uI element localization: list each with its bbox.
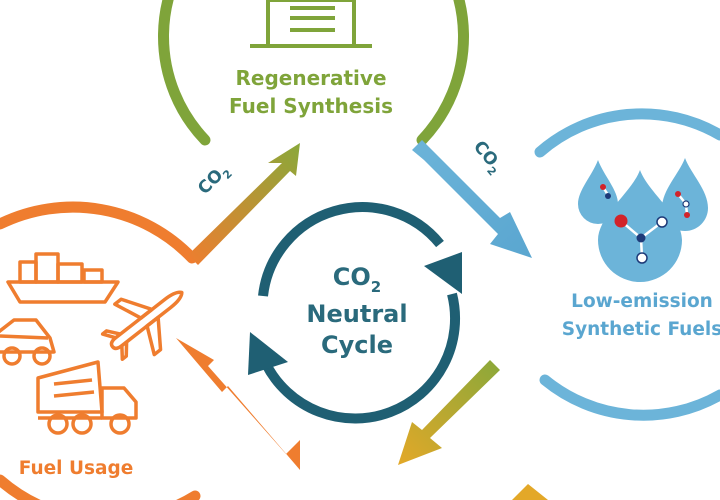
arrow-usage-to-regen [188, 143, 300, 265]
orange-ring [0, 201, 201, 500]
co2-neutral-cycle: CO2 Neutral Cycle [248, 202, 462, 424]
cycle-arrowhead-right [424, 252, 462, 294]
arrow-bottom-to-usage [176, 338, 300, 470]
arrow-bottom-right-stub [512, 484, 548, 500]
low-emission-synthetic-fuels-node: Low-emission Synthetic Fuels [534, 108, 720, 421]
cycle-arrowhead-left [248, 332, 288, 375]
svg-text:CO2: CO2 [467, 137, 507, 178]
fuel-drops-icon [578, 158, 708, 282]
arrow-synthetic-to-usage [398, 360, 500, 465]
ship-icon [6, 252, 120, 304]
factory-icon [250, 0, 372, 48]
arrow-regen-to-synthetic [412, 140, 532, 258]
co2-right-co: CO [469, 137, 502, 170]
co2-arrow-label-right: CO2 [467, 137, 507, 178]
cycle-arc-top [258, 202, 444, 297]
blue-ring [534, 108, 720, 421]
synthetic-label-line1: Low-emission [571, 291, 713, 312]
regen-label-line2: Fuel Synthesis [229, 94, 393, 118]
regenerative-fuel-synthesis-node: Regenerative Fuel Synthesis [158, 0, 469, 146]
synthetic-label-line2: Synthetic Fuels [562, 319, 720, 340]
svg-text:CO2: CO2 [194, 160, 235, 201]
green-ring [158, 0, 469, 146]
dump-truck-icon [36, 360, 138, 435]
car-icon [0, 318, 56, 366]
regen-label-line1: Regenerative [235, 66, 386, 90]
cycle-arc-bottom [261, 292, 461, 424]
center-label-cycle: Cycle [321, 331, 393, 359]
center-label-neutral: Neutral [306, 300, 407, 328]
airplane-icon [100, 290, 184, 361]
center-label-co2: CO2 [333, 263, 381, 296]
usage-label: Fuel Usage [19, 458, 134, 479]
fuel-usage-node: Fuel Usage [0, 201, 201, 500]
co2-arrow-label-left: CO2 [194, 160, 235, 201]
